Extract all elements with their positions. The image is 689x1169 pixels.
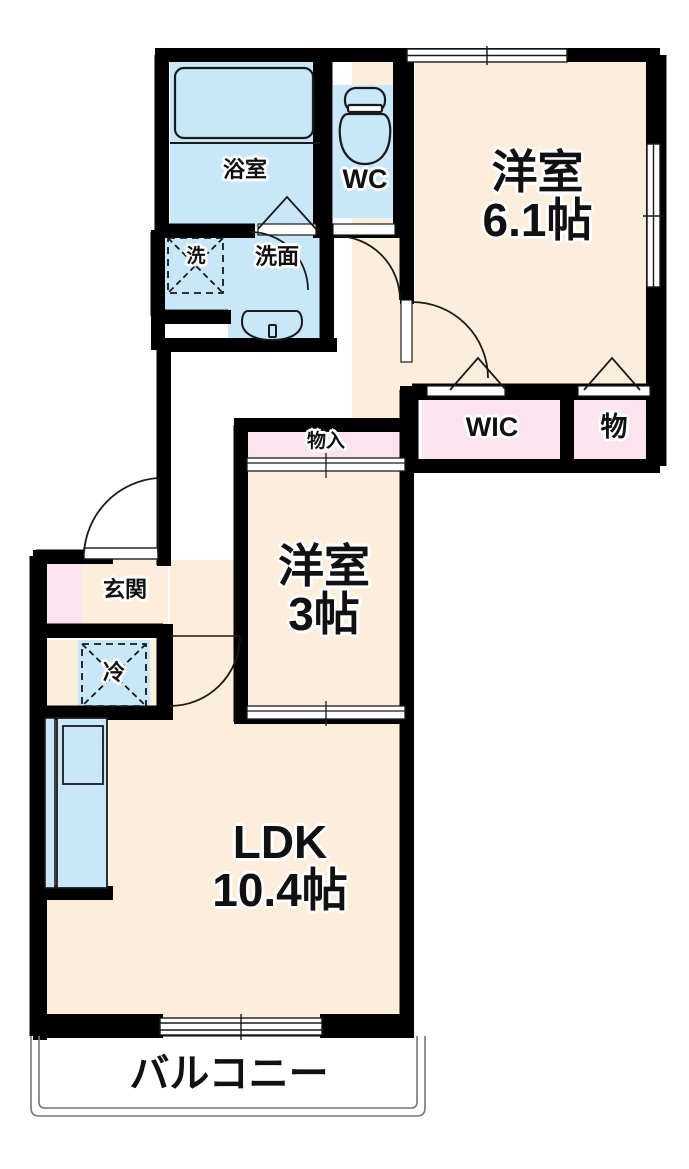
folding-storage-icon — [577, 356, 651, 397]
wic-floor — [422, 393, 562, 466]
window-ldk-south-icon — [159, 1014, 323, 1040]
wall-block-b2-north — [234, 418, 414, 432]
wall-block-south-right — [320, 1014, 414, 1038]
window-bedroom1-north-icon — [406, 46, 568, 65]
shoebox-floor — [42, 562, 82, 624]
balcony-rail-outer — [30, 1036, 426, 1117]
wall-block-wash-left — [151, 230, 165, 350]
wall-block-wic-south — [400, 459, 660, 473]
toilet-icon — [338, 86, 392, 166]
balcony-rail-inner — [38, 1036, 418, 1109]
door-entrance-icon — [83, 477, 159, 560]
wall-block-wash-bottom2 — [157, 338, 337, 352]
balcony-floor — [36, 1038, 422, 1118]
fridge-pad-icon — [81, 643, 147, 707]
wall-block-kitchen-bot — [33, 886, 113, 900]
wall-block-hall-left — [157, 338, 171, 566]
wall-block-ent-div — [33, 624, 173, 638]
windows — [159, 46, 663, 1040]
door-hall-icon — [249, 231, 309, 291]
door-bedroom1-icon — [400, 299, 489, 379]
wall-block-bath-left — [155, 48, 169, 238]
wall-block-bath-bottom — [155, 224, 255, 238]
wall-block-b2-west — [234, 418, 248, 724]
bedroom1-floor — [415, 55, 660, 385]
vanity-floor — [163, 234, 320, 309]
washer-pan-icon — [167, 237, 224, 294]
folding-wic-icon — [426, 356, 507, 397]
kitchen-icon — [44, 717, 108, 889]
balcony-outline — [30, 1036, 426, 1117]
wall-block-bath-right — [313, 55, 327, 235]
ldk-floor — [44, 55, 400, 1030]
storage-floor — [573, 393, 655, 466]
sliding-doors — [246, 356, 651, 726]
wall-block-wic-div — [560, 390, 574, 470]
door-ldk-hall-icon — [168, 635, 241, 707]
sliding-bedroom2-north-icon — [246, 453, 406, 478]
floor-fills — [36, 55, 660, 1118]
door-bath-icon — [257, 195, 317, 236]
wall-block-south-left — [33, 1014, 163, 1038]
entrance-floor — [82, 560, 168, 626]
fixtures — [44, 66, 392, 889]
window-bedroom1-east-icon — [643, 143, 663, 288]
doors — [83, 195, 489, 707]
wall-block-hall-w-low — [159, 624, 173, 716]
bathtub-icon — [173, 66, 315, 140]
sliding-bedroom2-south-icon — [246, 701, 406, 726]
wall-block-wash-bottom1 — [151, 310, 231, 324]
wall-block-kitchen-top — [33, 706, 173, 720]
wall-block-wash-right — [320, 230, 334, 352]
wall-block-corr-right-up — [400, 48, 414, 304]
door-wc-icon — [332, 223, 401, 301]
wall-block-ent-west — [33, 550, 47, 1040]
vanity-sink-icon — [240, 310, 304, 342]
wall-block-top — [155, 48, 407, 62]
